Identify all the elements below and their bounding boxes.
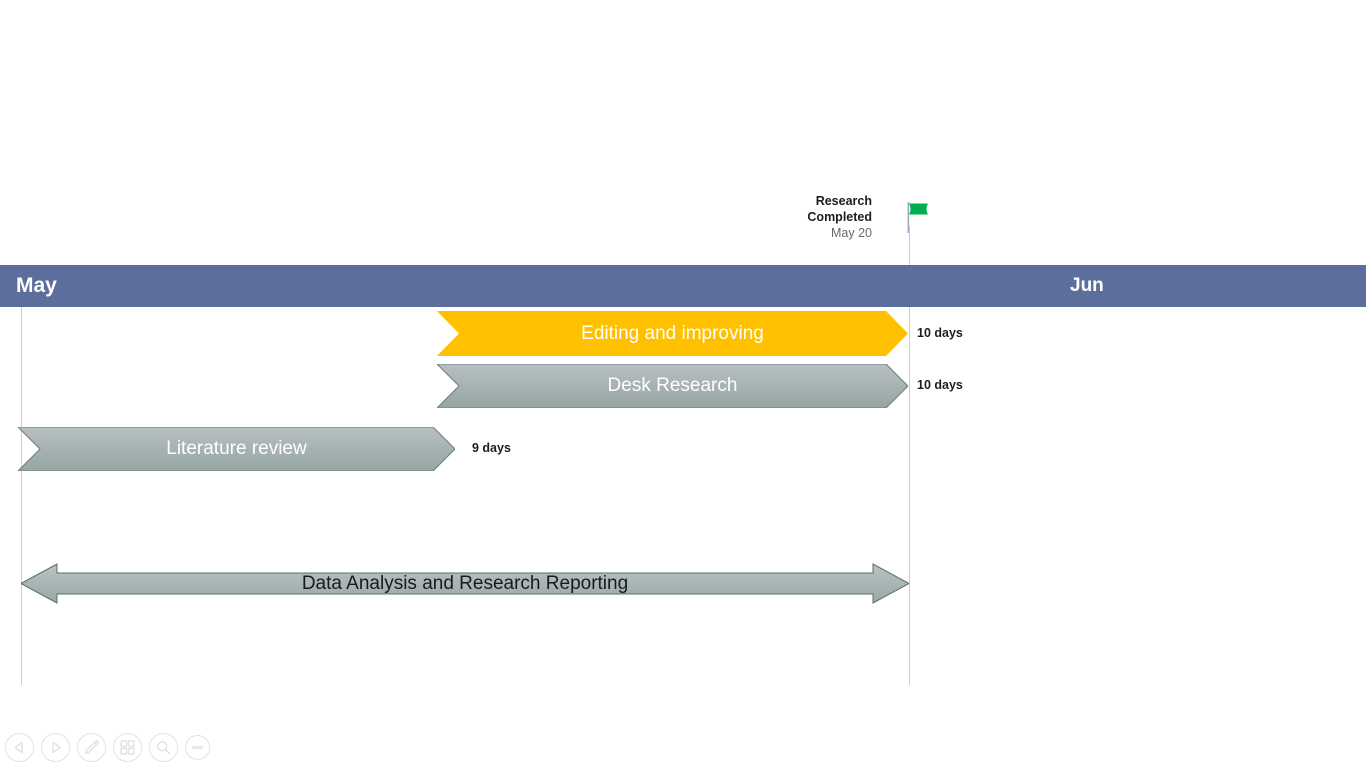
double-arrow-shape-gray (21, 563, 909, 604)
slides-grid-icon (120, 740, 135, 755)
previous-slide-button[interactable] (5, 733, 34, 762)
chevron-shape-yellow (437, 311, 908, 356)
next-slide-button[interactable] (41, 733, 70, 762)
gridline-may (21, 265, 22, 685)
task-duration-desk-research: 10 days (917, 378, 963, 392)
pen-tool-button[interactable] (77, 733, 106, 762)
milestone-text: Research Completed May 20 (807, 193, 872, 241)
task-bar-data-analysis-and-research-reporting[interactable]: Data Analysis and Research Reporting (21, 560, 909, 607)
next-arrow-icon (52, 741, 61, 754)
month-header-band: May Jun (0, 265, 1366, 307)
milestone-title-line1: Research (815, 194, 872, 208)
task-bar-literature-review[interactable]: Literature review (18, 427, 455, 471)
gridline-jun (909, 226, 910, 685)
ellipsis-icon (192, 745, 203, 750)
more-options-button[interactable] (185, 735, 210, 760)
task-bar-editing-and-improving[interactable]: Editing and improving (437, 311, 908, 356)
presentation-toolbar (5, 733, 210, 762)
month-label-jun: Jun (1070, 275, 1104, 296)
chevron-shape-gray-desk (437, 364, 908, 408)
all-slides-button[interactable] (113, 733, 142, 762)
task-duration-literature-review: 9 days (472, 441, 511, 455)
chevron-shape-gray-literature (18, 427, 455, 471)
milestone-title-line2: Completed (807, 210, 872, 224)
pen-icon (84, 739, 100, 755)
zoom-button[interactable] (149, 733, 178, 762)
green-flag-icon (906, 202, 932, 239)
task-duration-editing-and-improving: 10 days (917, 326, 963, 340)
task-bar-desk-research[interactable]: Desk Research (437, 364, 908, 408)
month-label-may: May (16, 274, 57, 297)
milestone-date: May 20 (831, 226, 872, 240)
magnifier-icon (157, 741, 171, 755)
milestone-research-completed[interactable]: Research Completed May 20 (760, 193, 932, 241)
previous-arrow-icon (14, 741, 23, 754)
